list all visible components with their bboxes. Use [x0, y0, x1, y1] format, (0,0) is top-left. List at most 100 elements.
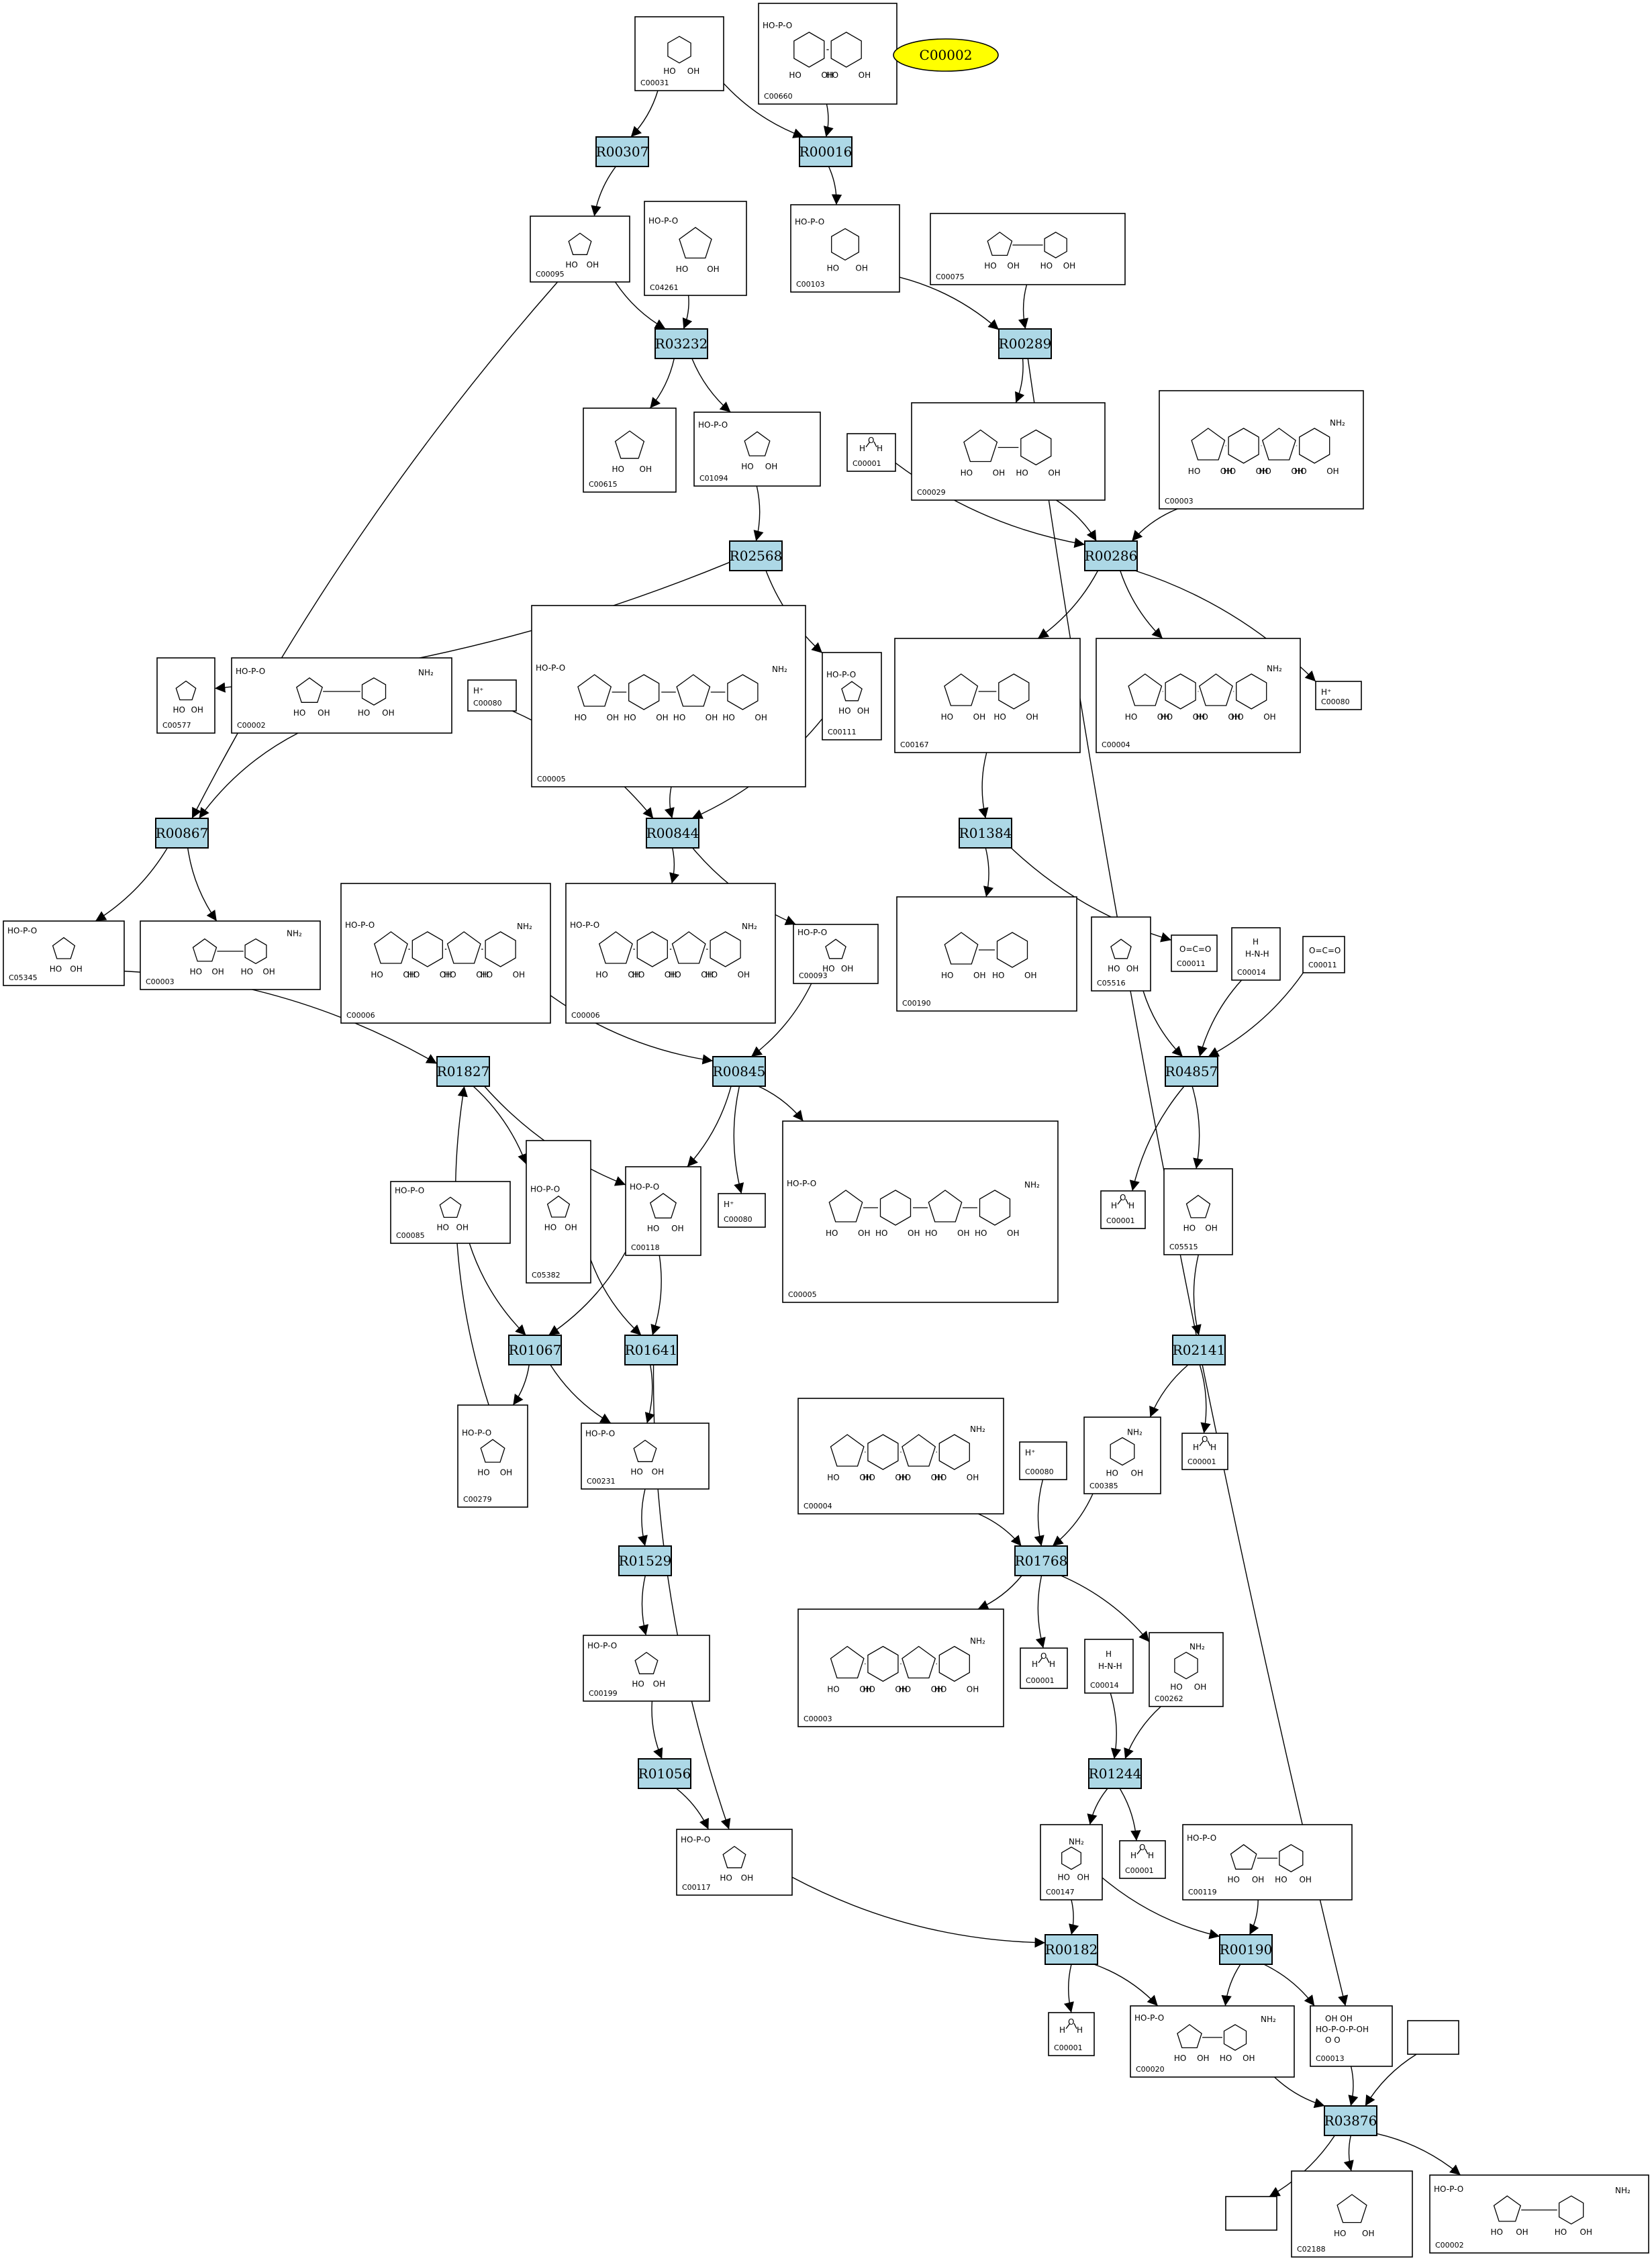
- svg-text:H⁺: H⁺: [724, 1200, 734, 1209]
- reaction-R01384[interactable]: R01384: [959, 818, 1012, 849]
- svg-text:HO: HO: [741, 462, 753, 471]
- reaction-R00307[interactable]: R00307: [595, 136, 649, 167]
- reaction-R00867[interactable]: R00867: [155, 818, 209, 849]
- reaction-R00286[interactable]: R00286: [1084, 540, 1138, 571]
- reaction-R00190[interactable]: R00190: [1219, 1934, 1273, 1965]
- compound-blank1[interactable]: [1407, 2020, 1459, 2055]
- svg-text:HO-P-O: HO-P-O: [236, 667, 265, 676]
- reaction-R01827[interactable]: R01827: [436, 1056, 490, 1087]
- svg-text:HO: HO: [1555, 2227, 1567, 2237]
- reaction-R00844[interactable]: R00844: [646, 818, 699, 849]
- reaction-R00845[interactable]: R00845: [712, 1056, 766, 1087]
- reaction-R01244[interactable]: R01244: [1088, 1758, 1142, 1789]
- reaction-R01529[interactable]: R01529: [618, 1545, 672, 1576]
- reaction-R01056[interactable]: R01056: [638, 1758, 691, 1789]
- reaction-R01768[interactable]: R01768: [1014, 1545, 1068, 1576]
- reaction-R03876[interactable]: R03876: [1324, 2105, 1377, 2136]
- reaction-R03232[interactable]: R03232: [654, 328, 708, 359]
- compound-id-label: C00001: [1054, 2043, 1083, 2052]
- reaction-R02568[interactable]: R02568: [729, 540, 783, 571]
- edge-R00844-c00006b: [669, 847, 680, 884]
- svg-text:OH: OH: [1228, 712, 1240, 722]
- svg-text:HO: HO: [827, 263, 839, 273]
- reaction-R00289[interactable]: R00289: [998, 328, 1052, 359]
- compound-id-label: C00003: [804, 1715, 832, 1723]
- edge-R03876-c02188: [1343, 2135, 1354, 2172]
- compound-c00080d[interactable]: H⁺C00080: [1019, 1441, 1067, 1480]
- svg-text:O=C=O: O=C=O: [1309, 946, 1341, 955]
- edge-c05382-R01641: [590, 1259, 642, 1336]
- edge-R00182-c00001f: [1063, 1964, 1074, 2013]
- compound-c00080a[interactable]: H⁺C00080: [467, 679, 517, 712]
- svg-text:HO-P-O: HO-P-O: [763, 21, 792, 30]
- edge-R01529-c00199: [638, 1575, 649, 1636]
- highlight-compound-ellipse[interactable]: C00002: [893, 38, 999, 72]
- compound-c00080c[interactable]: H⁺C00080: [718, 1193, 766, 1228]
- svg-text:H: H: [1148, 1851, 1154, 1860]
- reaction-R04857[interactable]: R04857: [1165, 1056, 1218, 1087]
- reaction-R00182[interactable]: R00182: [1044, 1934, 1098, 1965]
- compound-c00080b[interactable]: H⁺C00080: [1315, 681, 1362, 710]
- reaction-R02141[interactable]: R02141: [1172, 1335, 1226, 1365]
- reaction-R01641[interactable]: R01641: [624, 1335, 678, 1365]
- reaction-R01067[interactable]: R01067: [508, 1335, 562, 1365]
- reaction-R00016[interactable]: R00016: [799, 136, 853, 167]
- compound-blank2[interactable]: [1225, 2196, 1277, 2231]
- svg-text:HO: HO: [1294, 467, 1306, 476]
